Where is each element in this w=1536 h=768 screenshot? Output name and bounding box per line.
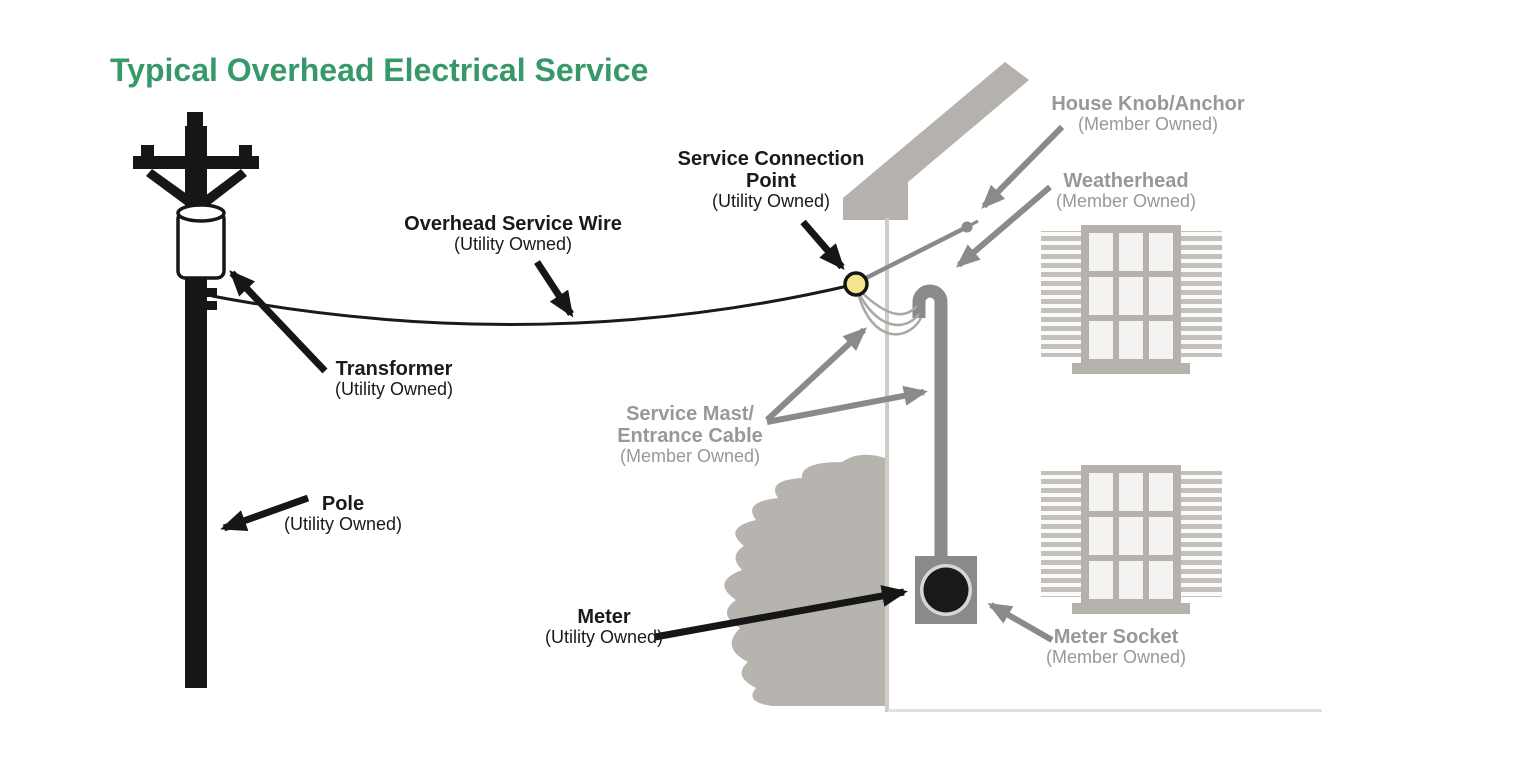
overhead-service-wire-graphic <box>211 283 853 326</box>
label-text: Overhead Service Wire <box>404 213 622 235</box>
drip-loop-wires <box>856 289 923 336</box>
utility-arrows <box>220 219 908 641</box>
transformer-graphic <box>176 203 226 280</box>
arrow-to-meter <box>654 585 908 641</box>
arrow-to-mast-lower <box>766 385 928 425</box>
label-overhead-service-wire: Overhead Service Wire (Utility Owned) <box>383 213 643 255</box>
owner-text: (Member Owned) <box>1055 191 1197 211</box>
owner-text: (Utility Owned) <box>544 627 664 647</box>
service-connection-point-dot <box>843 271 869 297</box>
member-arrows <box>764 124 1065 643</box>
house-knob-anchor-dot <box>961 221 973 233</box>
label-text: Meter <box>577 606 631 628</box>
arrow-to-transformer <box>229 270 328 374</box>
service-mast-weatherhead-graphic <box>912 284 948 560</box>
window-upper-graphic <box>1041 225 1222 374</box>
window-lower-graphic <box>1041 465 1222 614</box>
ground-line <box>888 709 1322 712</box>
label-meter: Meter (Utility Owned) <box>504 606 704 648</box>
owner-text: (Utility Owned) <box>453 234 573 254</box>
owner-text: (Utility Owned) <box>334 379 454 399</box>
arrow-to-pole <box>220 494 310 532</box>
roof-graphic <box>843 62 1029 220</box>
anchor-span-wire <box>860 225 967 283</box>
arrow-to-service-wire <box>534 260 574 318</box>
label-text: Service Mast/ <box>626 403 754 425</box>
meter-graphic <box>923 567 969 613</box>
arrow-to-meter-socket <box>987 602 1054 643</box>
label-text: Meter Socket <box>1053 626 1179 648</box>
label-meter-socket: Meter Socket (Member Owned) <box>996 626 1236 668</box>
label-text: Point <box>746 170 796 192</box>
label-text: Weatherhead <box>1063 170 1189 192</box>
label-text: House Knob/Anchor <box>1051 93 1245 115</box>
owner-text: (Member Owned) <box>619 446 761 466</box>
page-title: Typical Overhead Electrical Service <box>110 52 649 88</box>
arrow-to-connection-point <box>800 219 845 271</box>
label-house-knob-anchor: House Knob/Anchor (Member Owned) <box>1018 93 1278 135</box>
label-transformer: Transformer (Utility Owned) <box>284 358 504 400</box>
label-weatherhead: Weatherhead (Member Owned) <box>1006 170 1246 212</box>
label-service-mast: Service Mast/ Entrance Cable (Member Own… <box>570 403 810 467</box>
label-text: Transformer <box>335 358 453 380</box>
label-text: Pole <box>321 493 365 515</box>
shrub-graphic <box>724 454 885 706</box>
label-service-connection-point: Service Connection Point (Utility Owned) <box>651 148 891 212</box>
owner-text: (Utility Owned) <box>283 514 403 534</box>
owner-text: (Member Owned) <box>1045 647 1187 667</box>
arrow-to-weatherhead <box>955 184 1052 268</box>
house-wall-line <box>885 218 889 712</box>
owner-text: (Utility Owned) <box>711 191 831 211</box>
utility-pole-graphic <box>133 112 259 688</box>
label-text: Service Connection <box>677 148 865 170</box>
label-text: Entrance Cable <box>617 425 763 447</box>
owner-text: (Member Owned) <box>1077 114 1219 134</box>
arrow-to-house-knob <box>981 124 1065 209</box>
arrow-to-mast-upper <box>764 327 867 423</box>
label-pole: Pole (Utility Owned) <box>243 493 443 535</box>
